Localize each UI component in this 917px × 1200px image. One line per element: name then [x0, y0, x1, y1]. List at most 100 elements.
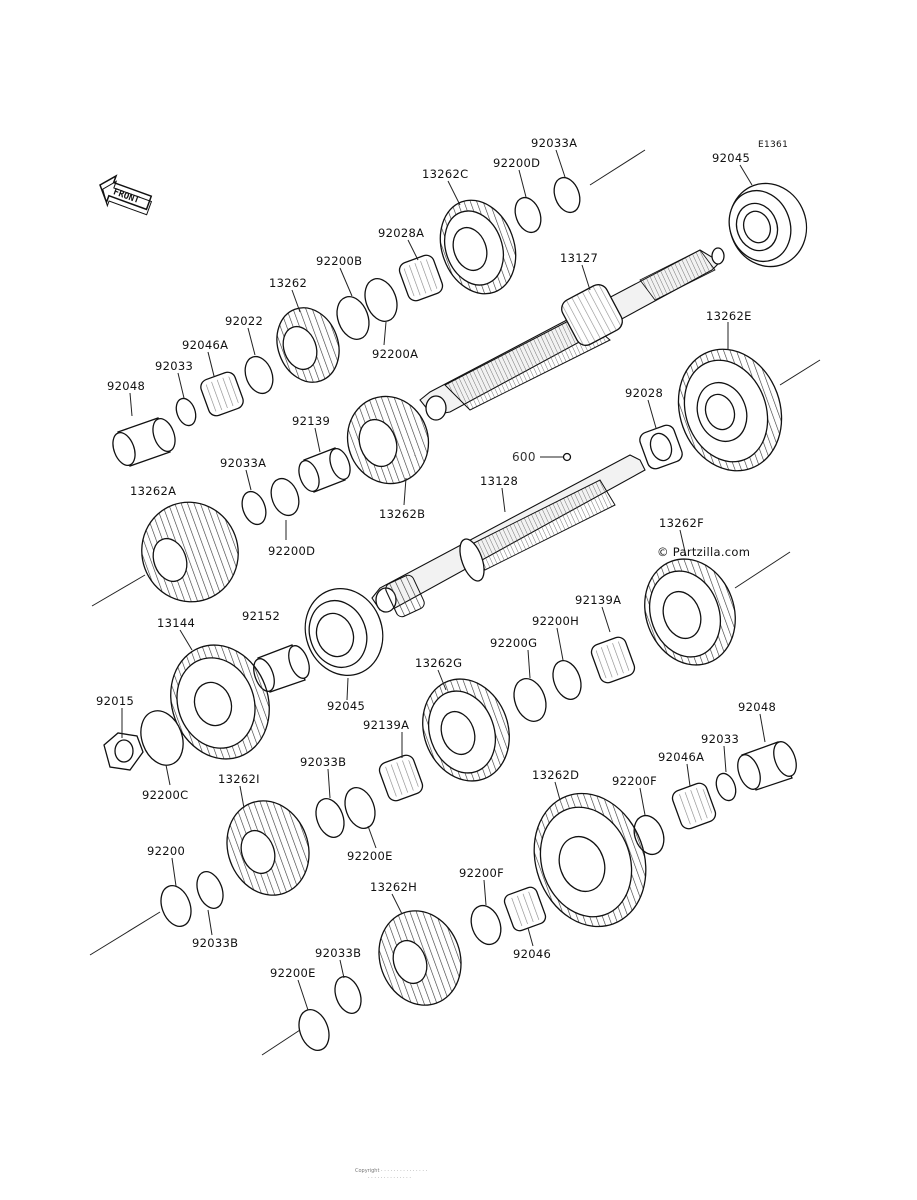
label-p12: 92046A — [182, 338, 228, 352]
label-p25: 92139A — [575, 593, 621, 607]
label-p20: 13262B — [379, 507, 425, 521]
washer-92200D-top — [514, 196, 542, 234]
label-p30: 92045 — [327, 699, 365, 713]
oil-label: 600 — [512, 450, 536, 464]
label-p14: 92048 — [107, 379, 145, 393]
washer-92200 — [160, 885, 192, 927]
bushing-92139 — [298, 447, 351, 493]
needle-bearing-92046A-upper — [200, 371, 244, 417]
label-p41: 92200 — [147, 844, 185, 858]
label-p28: 13262G — [415, 656, 462, 670]
label-p3: 13262C — [422, 167, 468, 181]
label-p19: 13262A — [130, 484, 176, 498]
front-arrow-icon: FRONT — [99, 174, 153, 216]
assembly-axis-lines — [89, 149, 821, 1056]
gear-13262A — [141, 501, 239, 603]
washer-92200A — [364, 278, 398, 322]
label-p32: 92048 — [738, 700, 776, 714]
label-p37: 92033B — [300, 755, 346, 769]
label-p39: 92200F — [612, 774, 657, 788]
oil-point-icon — [562, 452, 572, 462]
needle-bearing-92046A-lower — [671, 782, 717, 830]
bushing-92048-lower — [737, 741, 797, 791]
reference-code: E1361 — [758, 140, 788, 150]
part-labels: 92033A 92200D 13262C 92045 92028A 92200B… — [96, 136, 776, 980]
label-p8: 13262 — [269, 276, 307, 290]
label-p43: 13262H — [370, 880, 417, 894]
shaft-13127 — [419, 247, 725, 421]
label-p38: 13262D — [532, 768, 579, 782]
label-p2: 92200D — [493, 156, 540, 170]
gear-13262D — [533, 792, 647, 928]
label-p33: 92033 — [701, 732, 739, 746]
washer-92200E-mid — [344, 787, 376, 829]
label-p11: 13262E — [706, 309, 752, 323]
label-p1: 92033A — [531, 136, 577, 150]
label-p46: 92046 — [513, 947, 551, 961]
label-p22: 13262F — [659, 516, 704, 530]
label-p40: 92200E — [347, 849, 393, 863]
label-p47: 92200E — [270, 966, 316, 980]
label-p36: 13262I — [218, 772, 260, 786]
washer-92200C — [140, 710, 184, 766]
label-p44: 92033B — [192, 936, 238, 950]
label-p6: 92200B — [316, 254, 362, 268]
washer-92200D-mid — [270, 477, 300, 517]
nut-92015 — [103, 732, 144, 771]
circlip-92033A-top — [553, 176, 581, 214]
label-p10: 92200A — [372, 347, 418, 361]
gear-13262H — [378, 910, 462, 1006]
circlip-92033-lower — [715, 772, 737, 802]
label-p31: 92139A — [363, 718, 409, 732]
label-p45: 92033B — [315, 946, 361, 960]
collar-92152 — [253, 644, 310, 693]
label-p29: 92015 — [96, 694, 134, 708]
leader-lines — [121, 149, 766, 1011]
gear-13262E — [677, 348, 783, 472]
gear-13262 — [276, 307, 340, 383]
circlip-92033B-mid — [315, 798, 345, 838]
needle-bearing-92046 — [503, 886, 547, 932]
label-p7: 13127 — [560, 251, 598, 265]
needle-bearing-92028 — [639, 424, 683, 470]
label-p16: 92139 — [292, 414, 330, 428]
bearing-92045-lower — [304, 588, 384, 676]
washer-92200G — [513, 678, 547, 722]
label-p18: 13128 — [480, 474, 518, 488]
footer-line-1: Copyright · · · · · · · · · · · · · · · — [355, 1168, 428, 1174]
label-p27: 92200G — [490, 636, 537, 650]
footer-line-2: · · · · · · · · · · · · · · — [368, 1175, 411, 1181]
label-p26: 92200H — [532, 614, 579, 628]
label-p17: 92033A — [220, 456, 266, 470]
circlip-92033B-bottom — [334, 976, 362, 1014]
shaft-13128 — [371, 454, 646, 618]
needle-bearing-92028A — [398, 254, 444, 302]
label-p4: 92045 — [712, 151, 750, 165]
label-p42: 92200F — [459, 866, 504, 880]
sprocket-13144 — [170, 644, 270, 760]
needle-bearing-92139A-upper — [590, 636, 636, 684]
label-p24: 13144 — [157, 616, 195, 630]
bushing-92048-upper — [112, 417, 176, 467]
circlip-92033A-mid — [241, 490, 267, 526]
gear-13262I — [226, 800, 310, 896]
washer-92200F-mid — [470, 904, 502, 946]
circlip-92033B-lower — [196, 871, 224, 909]
circlip-92033-upper — [175, 397, 197, 427]
label-p23: 92152 — [242, 609, 280, 623]
label-p21: 92200D — [268, 544, 315, 558]
gear-13262B — [346, 395, 430, 485]
washer-92200E-bottom — [298, 1009, 330, 1051]
label-p35: 92200C — [142, 788, 188, 802]
gear-13262C — [439, 199, 517, 295]
washer-92200B — [336, 296, 370, 340]
label-p34: 92046A — [658, 750, 704, 764]
washer-92200H — [552, 660, 582, 700]
label-p5: 92028A — [378, 226, 424, 240]
watermark: © Partzilla.com — [657, 545, 750, 559]
label-p13: 92033 — [155, 359, 193, 373]
washer-92022 — [244, 355, 274, 395]
gear-13262F — [644, 558, 736, 666]
needle-bearing-92139A-lower — [378, 754, 424, 802]
bearing-92045-top — [728, 182, 808, 268]
